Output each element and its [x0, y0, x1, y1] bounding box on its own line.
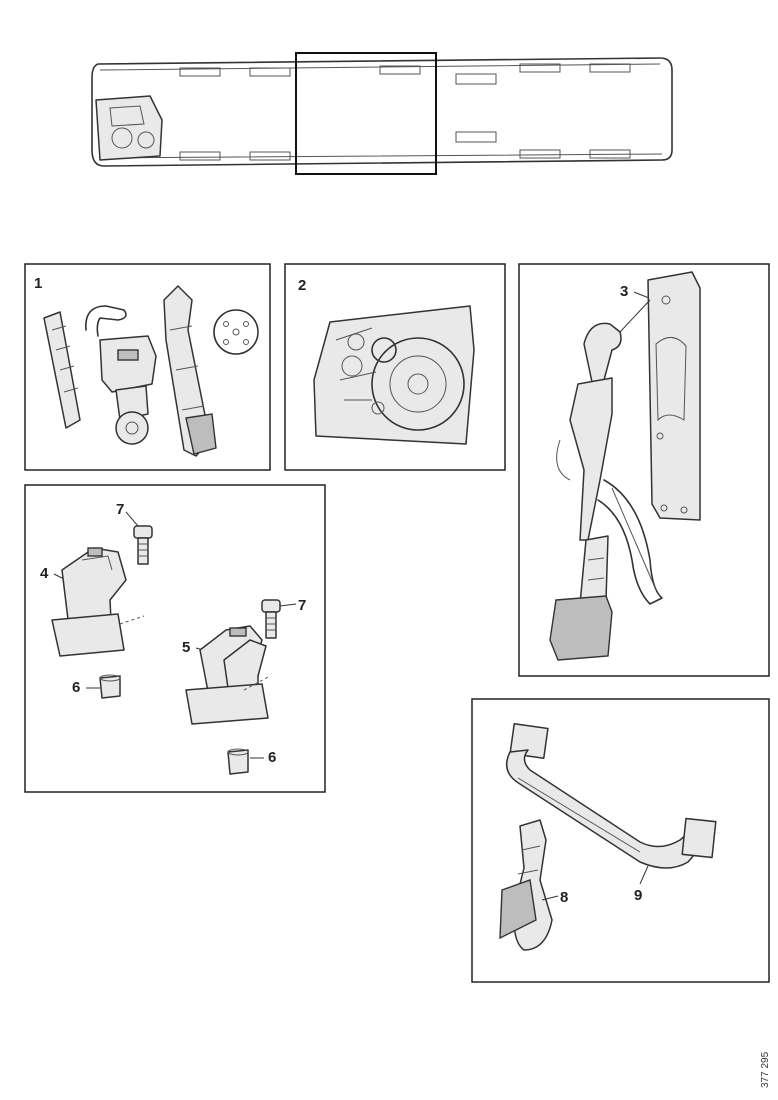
callout-2: 2 — [298, 277, 306, 294]
callout-3: 3 — [620, 283, 628, 300]
panel-5: 9 8 — [471, 698, 770, 983]
panel-3: 3 — [518, 263, 770, 677]
callout-6a: 6 — [72, 679, 80, 696]
panel-1: 1 — [24, 263, 271, 471]
callout-6b: 6 — [268, 749, 276, 766]
reference-code: 377 295 — [760, 1051, 771, 1088]
callout-4: 4 — [40, 565, 49, 582]
callout-1: 1 — [34, 275, 42, 292]
panel-4: 7 4 6 7 5 6 — [24, 484, 326, 793]
callout-5: 5 — [182, 639, 190, 656]
bus-overview — [91, 52, 673, 175]
callout-7b: 7 — [298, 597, 306, 614]
callout-7a: 7 — [116, 501, 124, 518]
highlight-frame — [295, 52, 437, 175]
callout-9: 9 — [634, 887, 642, 904]
panel-2: 2 — [284, 263, 506, 471]
callout-8: 8 — [560, 889, 568, 906]
